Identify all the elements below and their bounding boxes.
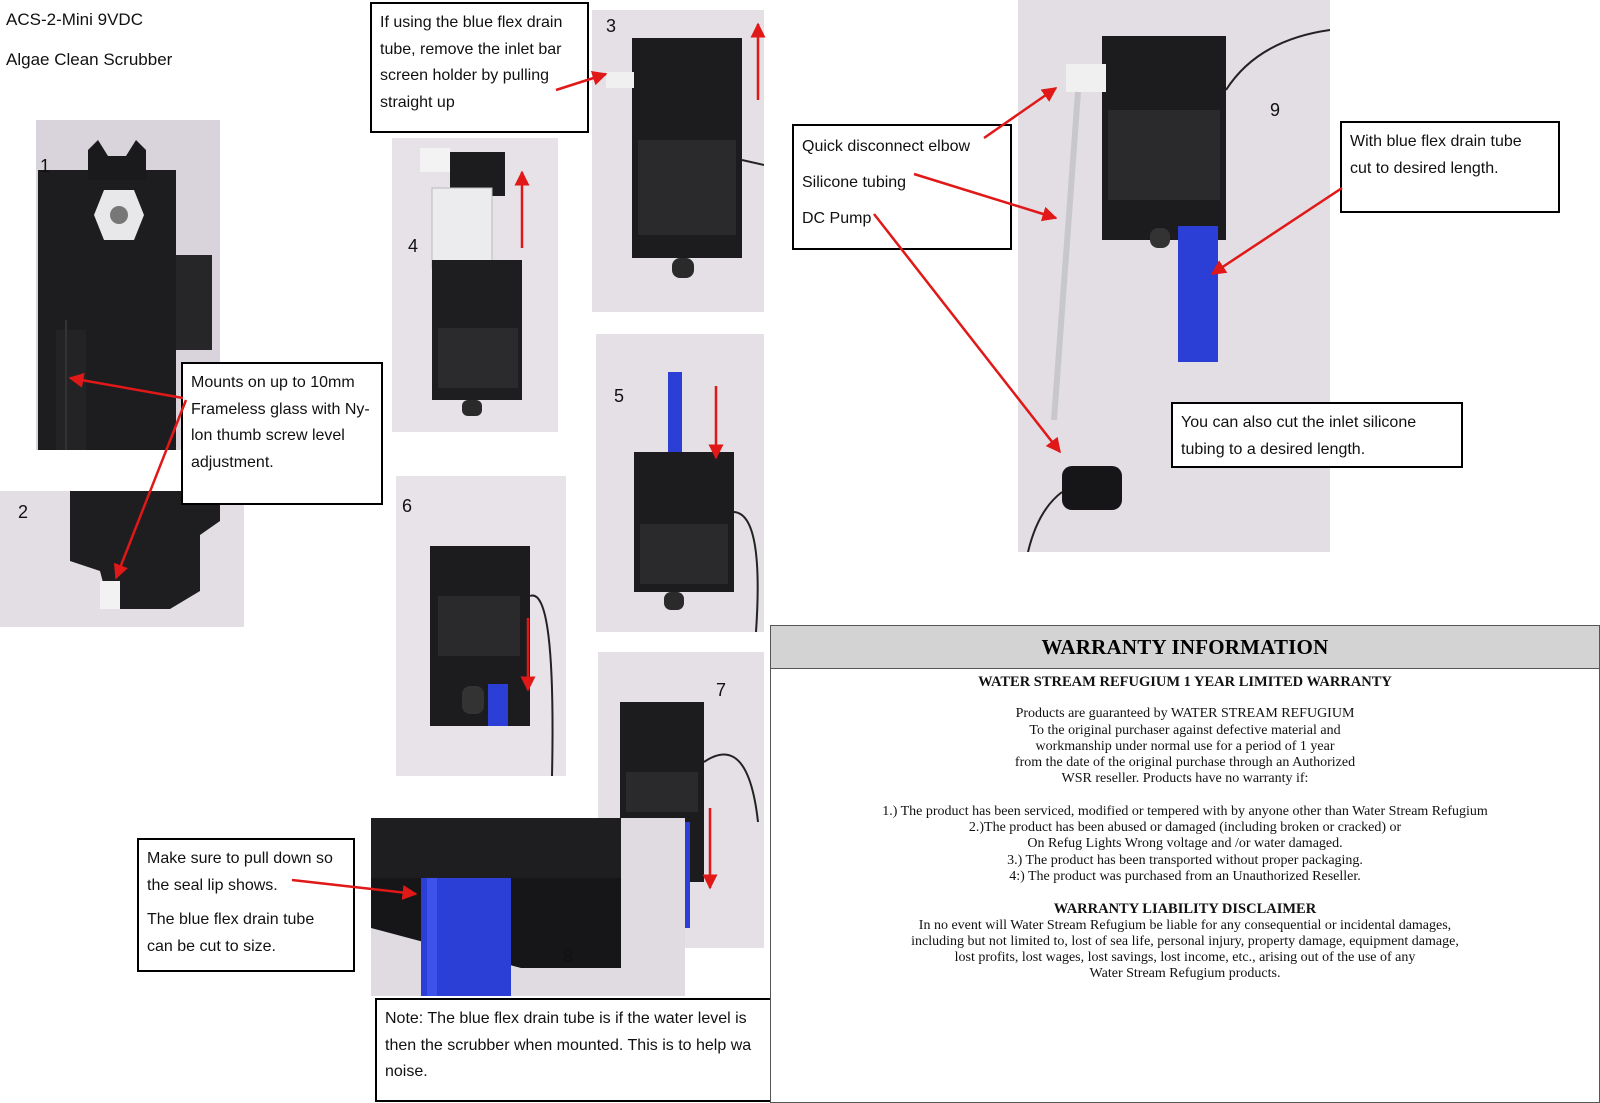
step-number-5: 5 [614, 386, 625, 406]
photo-step-4 [392, 138, 558, 432]
callout-inlet: If using the blue flex drain tube, remov… [370, 2, 589, 133]
guarantee-line: from the date of the original purchase t… [1014, 755, 1356, 771]
step-number-3: 3 [606, 16, 617, 36]
callout-blue-tube-line: cut to desired length. [1350, 159, 1499, 177]
seal-lip-closeup-image [371, 818, 621, 996]
callout-mount-line: Mounts on up to 10mm [191, 374, 355, 391]
parts-label-tubing: Silicone tubing [802, 174, 907, 191]
condition-line: 2.)The product has been abused or damage… [968, 820, 1402, 836]
callout-note: Note: The blue flex drain tube is if the… [375, 998, 772, 1102]
callout-cut-size-line: can be cut to size. [147, 937, 276, 955]
callout-inlet-line: straight up [380, 93, 455, 111]
callout-pull-down-line: Make sure to pull down so [147, 850, 333, 867]
mount-closeup-image [60, 491, 220, 609]
insert-drain-tube-image [634, 372, 759, 632]
disclaimer-title: WARRANTY LIABILITY DISCLAIMER [1053, 901, 1317, 918]
warranty-body: WATER STREAM REFUGIUM 1 YEAR LIMITED WAR… [771, 669, 1599, 983]
photo-step-8 [371, 818, 685, 996]
callout-cut-size-line: The blue flex drain tube [147, 911, 315, 928]
guarantee-line: workmanship under normal use for a perio… [1035, 738, 1335, 754]
full-assembly-image [1027, 29, 1330, 552]
callout-mount-line: adjustment. [191, 453, 274, 471]
callout-pull-down-line: the seal lip shows. [147, 876, 278, 894]
step-number-6: 6 [402, 496, 413, 516]
disclaimer-line: Water Stream Refugium products. [1089, 966, 1281, 982]
condition-line: On Refug Lights Wrong voltage and /or wa… [1027, 836, 1343, 852]
step-number-9: 9 [1270, 100, 1281, 120]
callout-inlet-line: screen holder by pulling [380, 67, 549, 84]
photo-step-3 [592, 10, 764, 312]
condition-line: 4:) The product was purchased from an Un… [1009, 868, 1361, 884]
step-number-2: 2 [18, 502, 29, 522]
guarantee-line: Products are guaranteed by WATER STREAM … [1015, 706, 1355, 722]
photo-step-2 [0, 491, 244, 627]
callout-note-line: Note: The blue flex drain tube is if the… [385, 1010, 747, 1027]
product-title: Algae Clean Scrubber [6, 50, 173, 69]
screen-holder-image [420, 148, 522, 416]
condition-line: 1.) The product has been serviced, modif… [882, 803, 1488, 819]
photo-step-9 [1018, 0, 1330, 552]
callout-cut-silicone-line: tubing to a desired length. [1181, 440, 1366, 458]
callout-inlet-line: If using the blue flex drain [380, 14, 563, 31]
scrubber-top-image [606, 38, 764, 278]
callout-mount: Mounts on up to 10mm Frameless glass wit… [181, 362, 383, 505]
step-number-7: 7 [716, 680, 727, 700]
guarantee-line: To the original purchaser against defect… [1029, 722, 1341, 738]
callout-note-line: noise. [385, 1063, 428, 1080]
guarantee-line: WSR reseller. Products have no warranty … [1061, 771, 1309, 787]
callout-blue-tube: With blue flex drain tube cut to desired… [1340, 121, 1560, 213]
disclaimer-line: lost profits, lost wages, lost savings, … [954, 950, 1416, 966]
photo-step-5 [596, 334, 764, 632]
photo-step-1 [36, 120, 220, 450]
callout-pull-down: Make sure to pull down so the seal lip s… [137, 838, 355, 972]
step-number-1: 1 [40, 156, 51, 176]
disclaimer-line: including but not limited to, lost of se… [911, 933, 1459, 949]
warranty-title: WARRANTY INFORMATION [771, 626, 1599, 669]
callout-parts: Quick disconnect elbow Silicone tubing D… [792, 124, 1012, 250]
callout-inlet-line: tube, remove the inlet bar [380, 40, 562, 58]
callout-mount-line: Frameless glass with Ny- [191, 400, 370, 418]
model-title: ACS-2-Mini 9VDC [6, 10, 143, 29]
callout-note-line: then the scrubber when mounted. This is … [385, 1036, 752, 1054]
warranty-panel: WARRANTY INFORMATION WATER STREAM REFUGI… [770, 625, 1600, 1103]
callout-cut-silicone-line: You can also cut the inlet silicone [1181, 414, 1417, 431]
scrubber-front-image [38, 140, 212, 450]
step-number-8: 8 [563, 946, 574, 966]
parts-label-pump: DC Pump [802, 210, 872, 227]
warranty-subtitle: WATER STREAM REFUGIUM 1 YEAR LIMITED WAR… [978, 674, 1392, 690]
condition-line: 3.) The product has been transported wit… [1007, 852, 1363, 868]
callout-blue-tube-line: With blue flex drain tube [1350, 133, 1522, 150]
callout-mount-line: lon thumb screw level [191, 427, 345, 444]
parts-label-elbow: Quick disconnect elbow [802, 138, 971, 155]
callout-cut-silicone: You can also cut the inlet silicone tubi… [1171, 402, 1463, 468]
photo-step-6 [396, 476, 566, 776]
disclaimer-line: In no event will Water Stream Refugium b… [918, 917, 1452, 933]
push-tube-down-image [430, 546, 554, 776]
step-number-4: 4 [408, 236, 419, 256]
